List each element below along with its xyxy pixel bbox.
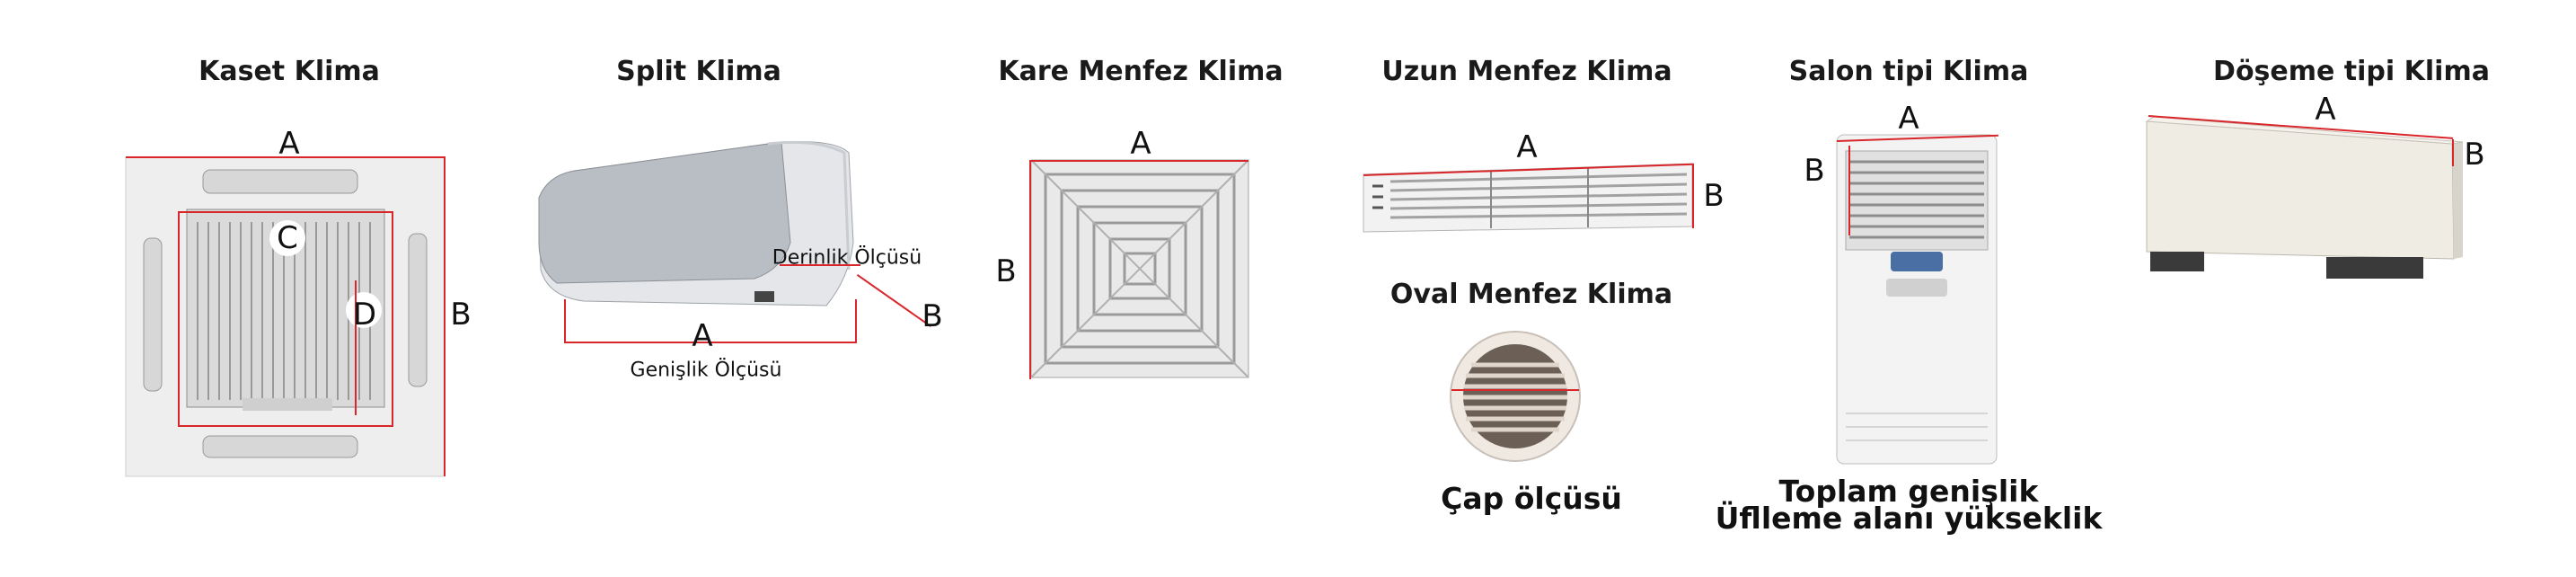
floor-console-unit-image [2145,116,2464,279]
product-title-uzun-menfez: Uzun Menfez Klima [1381,56,1672,87]
measure-line-b [444,156,446,476]
label-b: B [1703,178,1725,214]
product-title-doseme: Döşeme tipi Klima [2213,56,2490,87]
split-width-left [564,299,566,342]
measure-line-b [2452,139,2454,166]
label-a: A [1898,101,1919,137]
label-a: A [1130,126,1151,162]
label-b: B [1804,153,1825,189]
note-width: Genişlik Ölçüsü [630,359,782,382]
round-grille-image [1450,331,1581,462]
split-depth-top [780,264,860,266]
measure-box-c [178,211,393,427]
measure-line-diameter [1451,389,1579,391]
measure-line-d [355,280,357,415]
label-d: D [352,297,377,333]
label-c: C [277,220,298,256]
label-b: B [995,253,1017,289]
split-width-right [855,299,857,342]
product-title-kare-menfez: Kare Menfez Klima [998,56,1284,87]
caption-diameter: Çap ölçüsü [1441,481,1622,516]
measure-line-b [1029,160,1031,379]
split-width-line [564,342,857,343]
product-title-salon: Salon tipi Klima [1788,56,2029,87]
label-a: A [278,126,300,162]
note-depth: Derinlik Ölçüsü [772,246,922,270]
linear-grille-image [1363,163,1693,233]
square-diffuser-image [1030,159,1249,378]
split-unit-image [538,140,854,306]
product-title-oval-menfez: Oval Menfez Klima [1389,279,1673,310]
label-b: B [2464,137,2485,173]
cassette-unit-image [125,156,446,477]
label-b: B [922,298,943,334]
floor-standing-unit-image [1836,134,1998,465]
label-a: A [692,318,713,354]
measure-line-a [126,156,445,158]
caption-blow-height: Üflleme alanı yükseklik [1715,501,2103,536]
label-a: A [2315,92,2336,128]
caption-total-width: Toplam genişlik [1778,474,2039,509]
measure-line-b [1692,164,1694,228]
product-title-split: Split Klima [616,56,781,87]
label-b: B [450,297,472,333]
label-a: A [1516,129,1538,165]
product-title-kaset: Kaset Klima [198,56,380,87]
measure-line-b [1848,146,1850,235]
split-depth-line [856,274,931,327]
measure-line-a [1031,160,1248,162]
